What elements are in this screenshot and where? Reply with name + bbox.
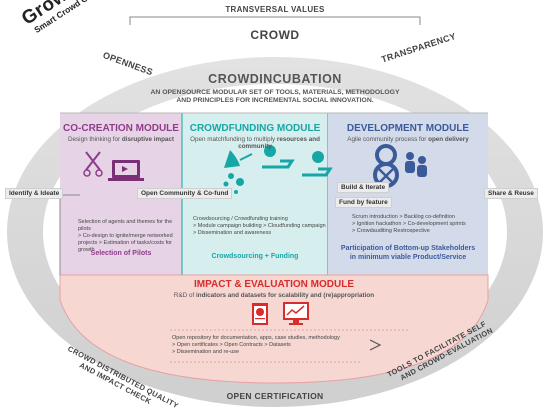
development-subtitle-bold: open delivery (428, 136, 469, 143)
list-item: Crowdsourcing / Crowdfunding training (193, 216, 288, 222)
open-certification-label: OPEN CERTIFICATION (226, 391, 324, 401)
impact-subtitle-text: R&D of (173, 292, 196, 299)
cocreation-footer: Selection of Pilots (90, 250, 152, 257)
crowdfunding-title: CROWDFUNDING MODULE (189, 123, 321, 134)
tag-open-community-cofund: Open Community & Co-fund (137, 188, 233, 199)
list-item: > Ignition hackathon > Co-development sp… (352, 220, 466, 227)
transversal-values-label: TRANSVERSAL VALUES (225, 5, 325, 14)
list-item: Open repository for documentation, apps,… (172, 335, 340, 341)
impact-panel (59, 274, 489, 384)
cocreation-list: Selection of agents and themes for the p… (78, 219, 183, 253)
impact-subtitle: R&D of indicators and datasets for scala… (60, 292, 488, 299)
development-footer-1: Participation of Bottom-up Stakeholders (340, 245, 476, 252)
list-item: > Co-design to ignite/merge networked (78, 232, 173, 239)
list-item: > Crowdauditing Restrospective (352, 227, 430, 234)
impact-subtitle-bold: indicators and datasets for scalability … (195, 292, 375, 299)
development-subtitle-text: Agile community process for (347, 136, 429, 143)
list-item: > Dissemination and re-use (172, 348, 240, 355)
arrow-icon (59, 194, 382, 351)
laptop-icon (108, 160, 144, 181)
tag-share-reuse: Share & Reuse (484, 188, 538, 199)
development-list: Scrum introduction > Backlog co-definiti… (352, 214, 487, 235)
monitor-chart-icon (283, 302, 309, 325)
impact-list: Open repository for documentation, apps,… (172, 335, 392, 356)
crowdincubation-subtitle-2: AND PRINCIPLES FOR INCREMENTAL SOCIAL IN… (176, 97, 374, 104)
transversal-bracket (129, 16, 421, 25)
impact-title: IMPACT & EVALUATION MODULE (194, 279, 354, 290)
tag-build-iterate: Build & Iterate (337, 182, 390, 193)
crowdincubation-title: CROWDINCUBATION (208, 72, 342, 86)
list-item: > Module campaign building > Cloudfundin… (193, 222, 326, 229)
tag-identify-ideate: Identify & Ideate (5, 188, 64, 199)
development-title: DEVELOPMENT MODULE (346, 123, 470, 134)
cocreation-subtitle-text: Design thinking for (67, 136, 122, 143)
list-item: projects > Estimation of tasks/costs for… (78, 239, 172, 253)
development-panel (328, 113, 488, 275)
development-subtitle: Agile community process for open deliver… (328, 136, 488, 143)
crowd-label: CROWD (250, 28, 300, 42)
coin-hand-icon (262, 145, 333, 177)
cocreation-subtitle-bold: disruptive impact (121, 136, 175, 143)
scissors-icon (83, 151, 103, 177)
tools-icon (378, 168, 394, 184)
crowdfunding-subtitle-bold: resources and community (238, 136, 320, 150)
clipboard-chart-icon (252, 303, 268, 325)
cocreation-title: CO-CREATION MODULE (63, 123, 179, 134)
list-item: > Dissemination and awareness (193, 229, 272, 236)
list-item: Selection of agents and themes for the p… (78, 219, 173, 232)
list-item: Scrum introduction > Backlog co-definiti… (352, 214, 455, 220)
crowdfunding-subtitle: Open matchfunding to multiply resources … (182, 136, 328, 150)
cocreation-subtitle: Design thinking for disruptive impact (60, 136, 182, 143)
crowdfunding-footer: Crowdsourcing + Funding (211, 253, 299, 260)
crowdfunding-list: Crowdsourcing / Crowdfunding training > … (193, 216, 328, 237)
crowdfunding-subtitle-text: Open matchfunding to multiply (190, 136, 277, 143)
people-icon (405, 152, 427, 177)
development-footer-2: in minimum viable Product/Service (349, 254, 467, 261)
crowdincubation-subtitle-1: AN OPENSOURCE MODULAR SET OF TOOLS, MATE… (150, 89, 400, 96)
list-item: > Open certificates > Open Contracts > D… (172, 341, 291, 348)
watering-can-icon (223, 150, 253, 194)
tag-fund-by-feature: Fund by feature (335, 197, 392, 208)
